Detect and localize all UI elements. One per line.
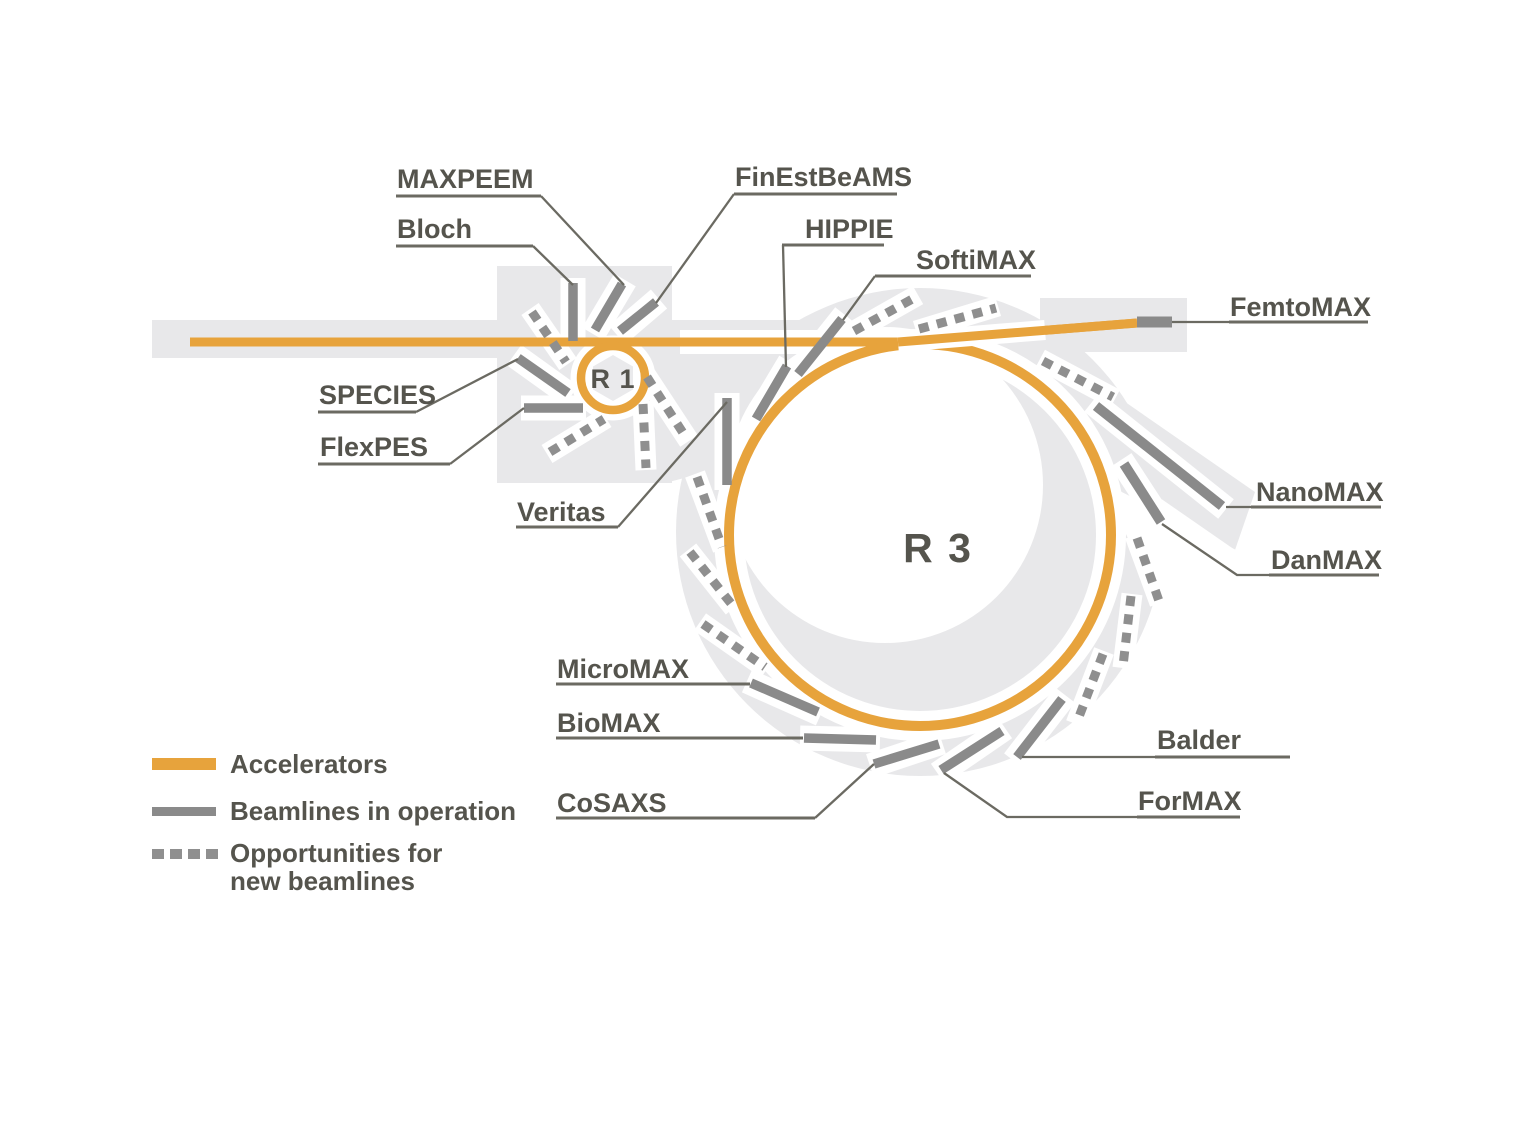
species-bar	[515, 354, 571, 397]
transfer-line	[897, 318, 1138, 347]
flexpes-label: FlexPES	[320, 432, 428, 462]
nanomax-notch	[1102, 482, 1240, 612]
hippie-leader	[781, 244, 788, 368]
opportunity-ray	[1118, 595, 1136, 667]
r3-ring-label: R 3	[903, 525, 973, 571]
leader-lines	[415, 193, 1269, 819]
label-underlines	[318, 192, 1381, 820]
formax-label: ForMAX	[1138, 786, 1242, 816]
nanomax-label: NanoMAX	[1256, 477, 1384, 507]
opportunity-ray	[700, 620, 768, 671]
accelerators	[190, 318, 1138, 731]
cosaxs-leader	[814, 763, 875, 819]
legend-accelerators-label: Accelerators	[230, 749, 388, 779]
hippie-bar	[751, 363, 792, 422]
micromax-bar	[749, 678, 820, 717]
finestbeams-leader	[655, 193, 735, 304]
balder-bar	[1013, 696, 1066, 760]
legend-beamline-swatch	[152, 807, 216, 816]
species-leader	[415, 357, 519, 414]
opportunity-ray	[1040, 356, 1116, 402]
hippie-label: HIPPIE	[805, 214, 894, 244]
legend-in-operation-label: Beamlines in operation	[230, 796, 516, 826]
opportunity-ray	[643, 374, 691, 442]
micromax-label: MicroMAX	[557, 654, 689, 684]
legend-opportunities-label-line2: new beamlines	[230, 866, 415, 896]
formax-bar	[938, 726, 1005, 775]
opportunity-ray	[917, 303, 998, 334]
r3-inner-hole	[727, 327, 1043, 643]
r1-hexagon	[593, 355, 633, 401]
beamline-labels: MAXPEEM Bloch FinEstBeAMS HIPPIE SoftiMA…	[319, 162, 1384, 818]
cosaxs-label: CoSAXS	[557, 788, 667, 818]
maxpeem-label: MAXPEEM	[397, 164, 534, 194]
opportunity-rays	[528, 293, 1164, 724]
legend-accelerator-swatch	[152, 758, 216, 770]
species-label: SPECIES	[319, 380, 436, 410]
opportunity-ray	[851, 293, 919, 335]
balder-label: Balder	[1157, 725, 1242, 755]
femtomax-label: FemtoMAX	[1230, 292, 1371, 322]
veritas-label: Veritas	[517, 497, 606, 527]
finestbeams-bar	[617, 298, 659, 335]
opportunity-ray	[692, 475, 727, 549]
bloch-leader	[532, 245, 574, 286]
softimax-bar	[794, 316, 846, 377]
legend: Accelerators Beamlines in operation Oppo…	[152, 749, 516, 896]
legend-opportunities-label-line1: Opportunities for	[230, 838, 442, 868]
softimax-label: SoftiMAX	[916, 245, 1036, 275]
biomax-label: BioMAX	[557, 708, 661, 738]
danmax-leader	[1161, 523, 1269, 577]
finestbeams-label: FinEstBeAMS	[735, 162, 912, 192]
cosaxs-bar	[872, 739, 941, 769]
nanomax-bar	[1092, 402, 1226, 510]
softimax-leader	[842, 275, 876, 321]
danmax-bar	[1119, 461, 1166, 525]
danmax-label: DanMAX	[1271, 545, 1382, 575]
r1-ring	[576, 341, 650, 415]
maxpeem-bar	[590, 281, 627, 333]
maxpeem-leader	[540, 195, 625, 286]
flexpes-leader	[449, 407, 525, 465]
beamline-bars	[515, 281, 1226, 775]
r1-ring-label: R 1	[590, 364, 635, 394]
biomax-bar	[803, 733, 877, 745]
opportunity-ray	[1132, 536, 1164, 603]
formax-leader	[943, 772, 1137, 819]
opportunity-ray	[1072, 652, 1108, 724]
bloch-label: Bloch	[397, 214, 472, 244]
veritas-leader	[617, 401, 728, 528]
opportunity-ray	[686, 549, 737, 609]
